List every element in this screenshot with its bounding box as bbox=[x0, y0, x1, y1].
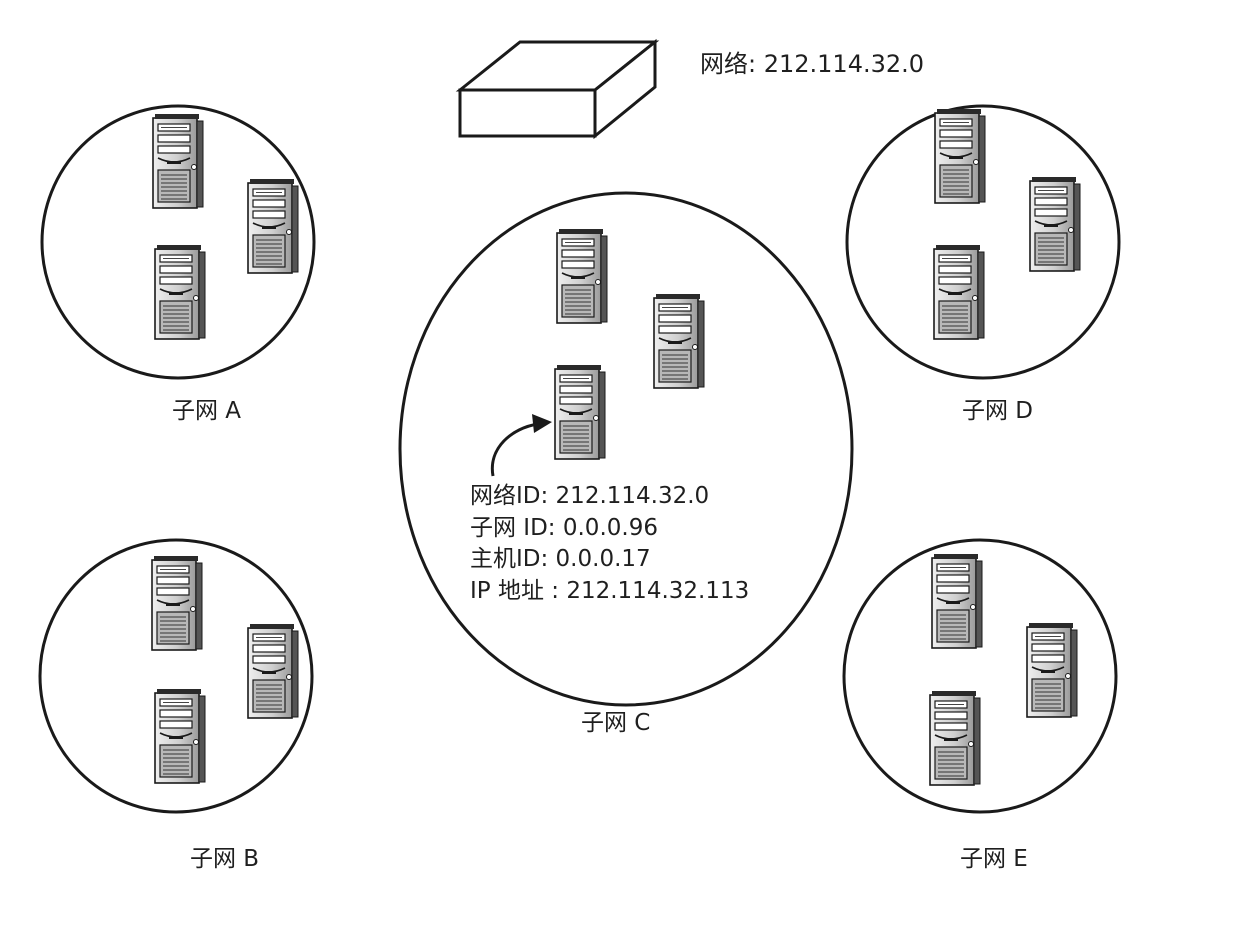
server-icon bbox=[929, 690, 981, 786]
curved-arrow-icon bbox=[490, 414, 552, 477]
server-icon bbox=[1029, 176, 1081, 272]
subnet-circle-c bbox=[398, 191, 854, 707]
subnet-label-c: 子网 C bbox=[581, 710, 650, 736]
server-icon bbox=[933, 244, 985, 340]
subnet-label-d: 子网 D bbox=[962, 398, 1033, 424]
subnet-circle-a bbox=[40, 104, 316, 380]
server-icon bbox=[152, 113, 204, 209]
server-icon bbox=[931, 553, 983, 649]
subnet-label-b: 子网 B bbox=[190, 846, 259, 872]
subnet-circle-d bbox=[845, 104, 1121, 380]
network-label: 网络: 212.114.32.0 bbox=[700, 50, 924, 78]
host-id: 主机ID: 0.0.0.17 bbox=[470, 546, 651, 572]
server-icon bbox=[554, 364, 606, 460]
server-icon bbox=[151, 555, 203, 651]
subnet-circle-b bbox=[38, 538, 314, 814]
server-icon bbox=[1026, 622, 1078, 718]
subnet-circle-e bbox=[842, 538, 1118, 814]
server-icon bbox=[934, 108, 986, 204]
host-subnet-id: 子网 ID: 0.0.0.96 bbox=[470, 515, 658, 541]
server-icon bbox=[247, 178, 299, 274]
server-icon bbox=[154, 688, 206, 784]
server-icon bbox=[556, 228, 608, 324]
server-icon bbox=[154, 244, 206, 340]
host-ip-address: IP 地址 : 212.114.32.113 bbox=[470, 578, 749, 604]
host-network-id: 网络ID: 212.114.32.0 bbox=[470, 483, 709, 509]
server-icon bbox=[653, 293, 705, 389]
subnet-label-a: 子网 A bbox=[172, 398, 241, 424]
router-box-icon bbox=[455, 38, 660, 140]
server-icon bbox=[247, 623, 299, 719]
subnet-label-e: 子网 E bbox=[960, 846, 1028, 872]
